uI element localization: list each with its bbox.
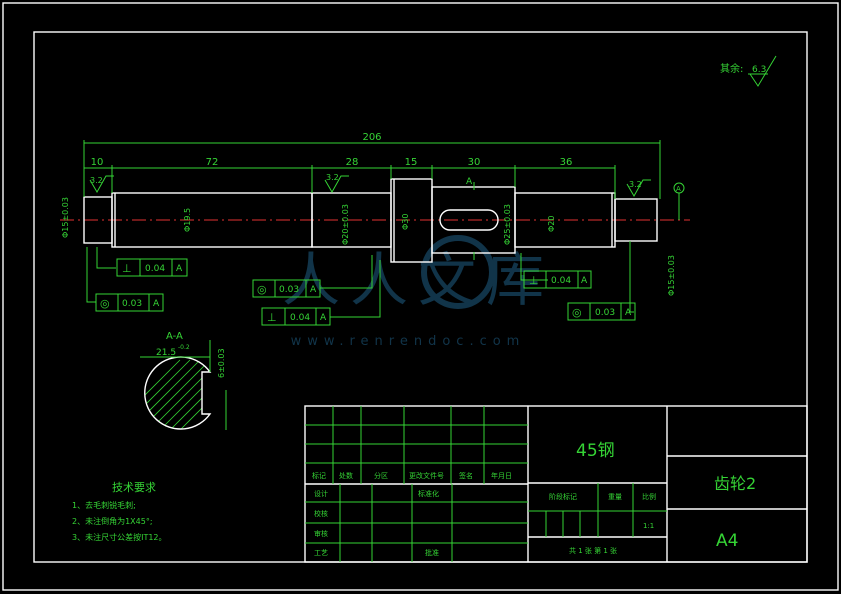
title-weight: 重量	[608, 493, 622, 501]
title-header-count: 处数	[339, 471, 353, 480]
tech-req-item-3: 3、未注尺寸公差按IT12。	[72, 532, 167, 542]
section-label: A-A	[166, 331, 183, 342]
title-role-review: 审核	[314, 529, 328, 538]
dim-dia-3: Φ20	[547, 216, 556, 232]
dim-seg-4: 15	[405, 157, 418, 168]
tol-5-symbol: ⊥	[529, 274, 539, 287]
leader-lines	[86, 241, 634, 318]
section-key-dim: 6±0.03	[217, 348, 226, 378]
roughness-note-value: 6.3	[752, 65, 766, 75]
datum-label: A	[676, 185, 681, 193]
tol-2-datum: A	[153, 299, 160, 309]
tolerance-frame-3: ◎ 0.03 A	[252, 279, 321, 298]
tol-4-symbol: ⊥	[267, 311, 277, 324]
tol-1-value: 0.04	[145, 264, 165, 274]
title-block	[304, 405, 808, 563]
tech-req-item-2: 2、未注倒角为1X45°;	[72, 516, 153, 526]
roughness-local-3: 3.2	[629, 180, 642, 189]
dim-seg-3: 28	[346, 157, 359, 168]
tech-req-title: 技术要求	[112, 481, 156, 494]
shaft-section-right-end	[614, 198, 658, 242]
dim-overall-length: 206	[362, 132, 381, 143]
title-part-name: 齿轮2	[714, 474, 756, 493]
title-sheets: 共 1 张 第 1 张	[569, 546, 617, 555]
dim-seg-6: 36	[560, 157, 573, 168]
dim-dia-left-end: Φ15±0.03	[61, 197, 70, 238]
dim-dia-1: Φ19.5	[183, 208, 192, 232]
dim-dia-2: Φ20±0.03	[341, 204, 350, 245]
tol-4-value: 0.04	[290, 313, 310, 323]
title-header-zone: 分区	[374, 471, 388, 480]
tol-3-symbol: ◎	[257, 283, 267, 296]
tol-4-datum: A	[320, 313, 327, 323]
watermark-logo: 人人文库	[282, 246, 554, 314]
title-header-mark: 标记	[312, 471, 326, 480]
dim-dia-collar: Φ30	[401, 214, 410, 230]
title-header-change-doc: 更改文件号	[409, 471, 444, 480]
roughness-note-label: 其余:	[720, 62, 743, 75]
tol-3-value: 0.03	[279, 285, 299, 295]
tolerance-frame-4: ⊥ 0.04 A	[261, 307, 331, 326]
section-width-tol: -0.2	[178, 344, 190, 351]
dim-dia-right-end: Φ15±0.03	[667, 255, 676, 296]
keyway-slot	[439, 209, 499, 231]
tol-6-datum: A	[625, 308, 632, 318]
title-standardization: 标准化	[418, 489, 439, 498]
dim-seg-1: 10	[91, 157, 104, 168]
watermark: 人人文库 www.renrendoc.com	[282, 235, 554, 349]
tolerance-frame-1: ⊥ 0.04 A	[116, 258, 188, 277]
tol-2-symbol: ◎	[100, 297, 110, 310]
tolerance-frame-2: ◎ 0.03 A	[95, 293, 164, 312]
tol-3-datum: A	[310, 285, 317, 295]
title-scale-label: 比例	[642, 492, 656, 501]
section-width-dim: 21.5	[156, 348, 176, 358]
title-scale-value: 1:1	[643, 522, 654, 530]
tol-1-datum: A	[176, 264, 183, 274]
tol-1-symbol: ⊥	[122, 262, 132, 275]
tolerance-frame-5: ⊥ 0.04 A	[523, 270, 592, 289]
title-header-signature: 签名	[459, 471, 473, 480]
title-role-process: 工艺	[314, 549, 328, 557]
dim-dia-keyseat: Φ25±0.03	[503, 204, 512, 245]
title-sheet-size: A4	[716, 531, 738, 551]
dim-seg-5: 30	[468, 157, 481, 168]
dimension-lines	[83, 140, 661, 199]
tol-5-datum: A	[581, 276, 588, 286]
tech-req-item-1: 1、去毛刺锐毛刺;	[72, 500, 136, 510]
section-mark-top: A	[466, 177, 473, 187]
roughness-local-2: 3.2	[326, 173, 339, 182]
tol-6-symbol: ◎	[572, 306, 582, 319]
title-material: 45钢	[576, 441, 615, 461]
title-role-design: 设计	[314, 489, 328, 498]
dim-seg-2: 72	[206, 157, 219, 168]
local-roughness-marks	[89, 175, 651, 198]
title-stage-mark: 阶段标记	[549, 492, 577, 501]
roughness-note-symbol	[749, 55, 777, 87]
roughness-local-1: 3.2	[90, 176, 103, 185]
tol-2-value: 0.03	[122, 299, 142, 309]
title-header-date: 年月日	[491, 471, 512, 480]
title-approve: 批准	[425, 548, 439, 557]
section-cut-marks: A	[466, 177, 475, 260]
tol-6-value: 0.03	[595, 308, 615, 318]
tol-5-value: 0.04	[551, 276, 571, 286]
title-role-check: 校核	[314, 509, 328, 518]
watermark-url: www.renrendoc.com	[291, 334, 526, 349]
tolerance-frame-6: ◎ 0.03 A	[567, 302, 636, 321]
